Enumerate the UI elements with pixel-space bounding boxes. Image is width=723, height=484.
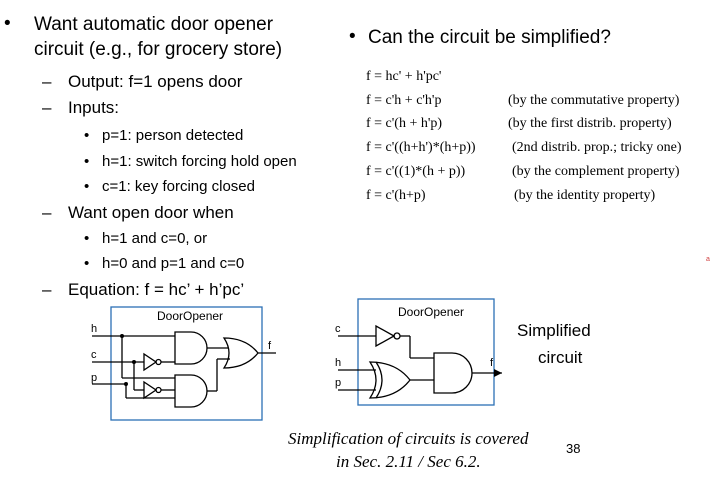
property-note: (by the commutative property) bbox=[508, 93, 680, 108]
question: Can the circuit be simplified? bbox=[368, 27, 611, 48]
input-item: p=1: person detected bbox=[102, 127, 244, 144]
door-opener-circuit-simplified: DoorOpener c h p f bbox=[335, 298, 502, 406]
equation: Equation: f = hc’ + h’pc’ bbox=[68, 280, 245, 299]
equation-line: f = hc' + h'pc' bbox=[366, 69, 442, 84]
simplified-label-2: circuit bbox=[538, 348, 583, 367]
input-label: p bbox=[335, 377, 341, 389]
page-number: 38 bbox=[566, 441, 581, 456]
bullet-dot: • bbox=[4, 13, 11, 34]
inputs-heading: Inputs: bbox=[68, 98, 120, 117]
property-note: (by the complement property) bbox=[512, 164, 680, 179]
equation-line: f = c'(h + h'p) bbox=[366, 116, 443, 131]
input-label: p bbox=[91, 372, 97, 384]
input-item: h=1: switch forcing hold open bbox=[102, 153, 297, 170]
footer-line-2: in Sec. 2.11 / Sec 6.2. bbox=[336, 452, 481, 471]
equation-line: f = c'(h+p) bbox=[366, 188, 426, 203]
equation-line: f = c'h + c'h'p bbox=[366, 93, 442, 108]
output-label: f bbox=[490, 357, 494, 369]
input-label: c bbox=[91, 349, 97, 361]
want-item: h=1 and c=0, or bbox=[102, 230, 208, 247]
property-note: (by the first distrib. property) bbox=[508, 116, 672, 131]
bullet-dot: • bbox=[349, 26, 356, 47]
dash: – bbox=[42, 98, 52, 117]
sub-bullet-dot: • bbox=[84, 153, 90, 170]
dash: – bbox=[42, 280, 52, 299]
equation-line: f = c'((h+h')*(h+p)) bbox=[366, 140, 476, 155]
output-label: f bbox=[268, 340, 272, 352]
footer-line-1: Simplification of circuits is covered bbox=[288, 429, 529, 448]
door-opener-circuit-original: DoorOpener h c p f bbox=[91, 306, 276, 421]
circuit-title: DoorOpener bbox=[398, 305, 464, 319]
input-label: c bbox=[335, 323, 341, 335]
equation-line: f = c'((1)*(h + p)) bbox=[366, 164, 466, 179]
simplified-label: Simplified bbox=[517, 321, 591, 340]
input-item: c=1: key forcing closed bbox=[102, 178, 255, 195]
bullet-1-line-2: circuit (e.g., for grocery store) bbox=[34, 39, 283, 60]
property-note: (by the identity property) bbox=[514, 188, 656, 203]
tiny-mark: a bbox=[706, 256, 710, 263]
want-item: h=0 and p=1 and c=0 bbox=[102, 255, 245, 272]
sub-bullet-dot: • bbox=[84, 127, 90, 144]
input-label: h bbox=[91, 323, 97, 335]
dash: – bbox=[42, 203, 52, 222]
circuit-title: DoorOpener bbox=[157, 309, 223, 323]
sub-bullet-dot: • bbox=[84, 178, 90, 195]
sub-bullet-dot: • bbox=[84, 255, 90, 272]
output-item: Output: f=1 opens door bbox=[68, 72, 243, 91]
sub-bullet-dot: • bbox=[84, 230, 90, 247]
want-heading: Want open door when bbox=[68, 203, 234, 222]
input-label: h bbox=[335, 357, 341, 369]
bullet-1-line-1: Want automatic door opener bbox=[34, 14, 274, 35]
dash: – bbox=[42, 72, 52, 91]
property-note: (2nd distrib. prop.; tricky one) bbox=[512, 140, 682, 155]
